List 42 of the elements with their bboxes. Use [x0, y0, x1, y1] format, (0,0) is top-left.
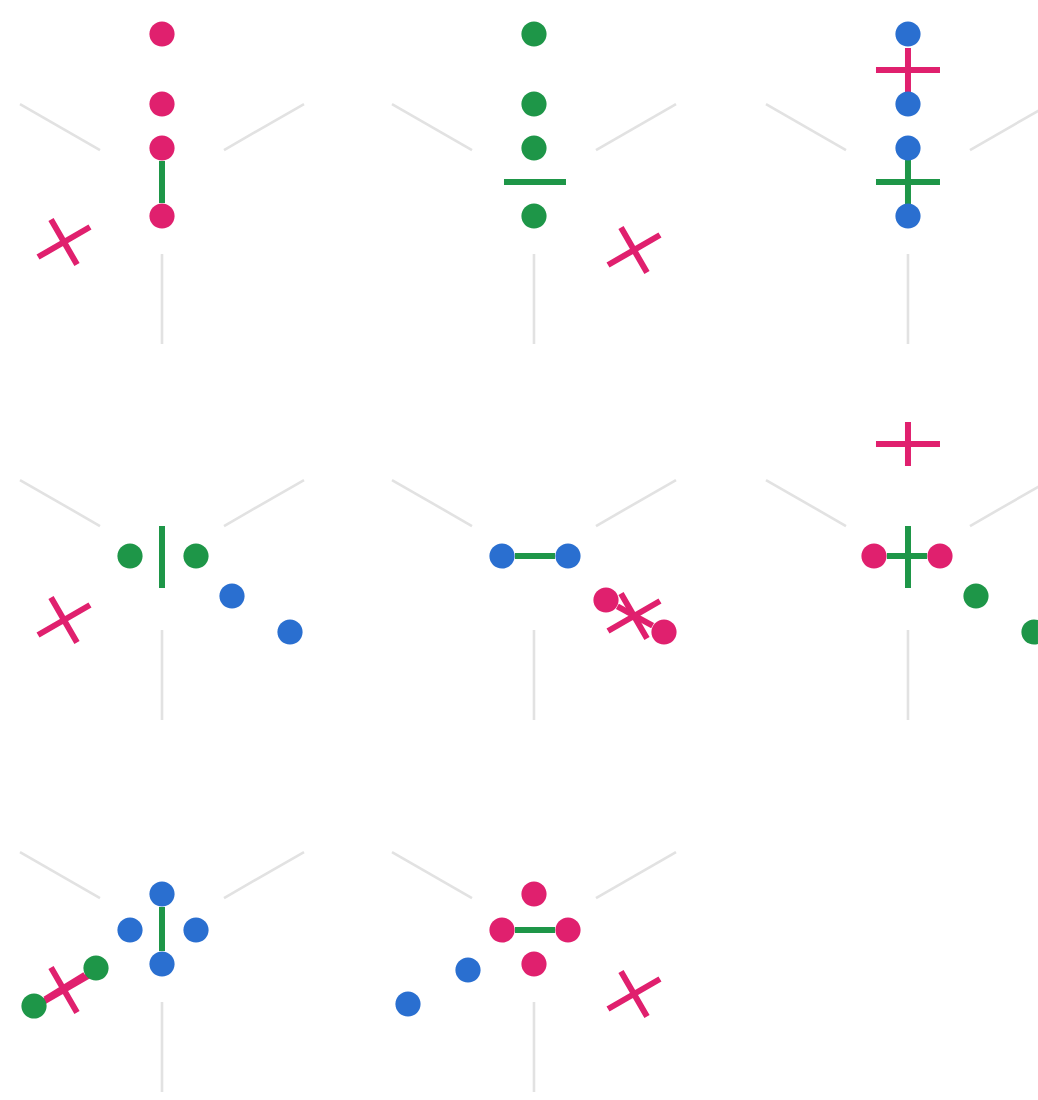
- dot: [219, 583, 245, 609]
- dot: [895, 203, 921, 229]
- dot: [149, 91, 175, 117]
- dot: [861, 543, 887, 569]
- connector-line: [43, 972, 87, 1002]
- dot: [593, 587, 619, 613]
- dot: [927, 543, 953, 569]
- dot: [895, 135, 921, 161]
- dot: [521, 21, 547, 47]
- dot: [117, 543, 143, 569]
- dot: [521, 135, 547, 161]
- dot: [21, 993, 47, 1019]
- dot: [963, 583, 989, 609]
- dot: [183, 543, 209, 569]
- dot: [555, 917, 581, 943]
- dot: [521, 91, 547, 117]
- connector-line: [159, 161, 165, 203]
- dot: [521, 203, 547, 229]
- dot: [895, 21, 921, 47]
- dot: [149, 135, 175, 161]
- dot: [395, 991, 421, 1017]
- connector-line: [159, 907, 165, 951]
- dot: [455, 957, 481, 983]
- connector-line: [515, 927, 555, 933]
- dot: [489, 917, 515, 943]
- dot: [149, 951, 175, 977]
- dot: [83, 955, 109, 981]
- dot: [489, 543, 515, 569]
- dot: [555, 543, 581, 569]
- dot: [149, 881, 175, 907]
- dot: [277, 619, 303, 645]
- dot: [895, 91, 921, 117]
- connector-line: [515, 553, 555, 559]
- dot: [521, 951, 547, 977]
- connector-line: [615, 603, 655, 629]
- dot: [149, 21, 175, 47]
- dot: [149, 203, 175, 229]
- dot: [651, 619, 677, 645]
- dot: [521, 881, 547, 907]
- dot: [183, 917, 209, 943]
- connector-line: [887, 553, 927, 559]
- dot: [117, 917, 143, 943]
